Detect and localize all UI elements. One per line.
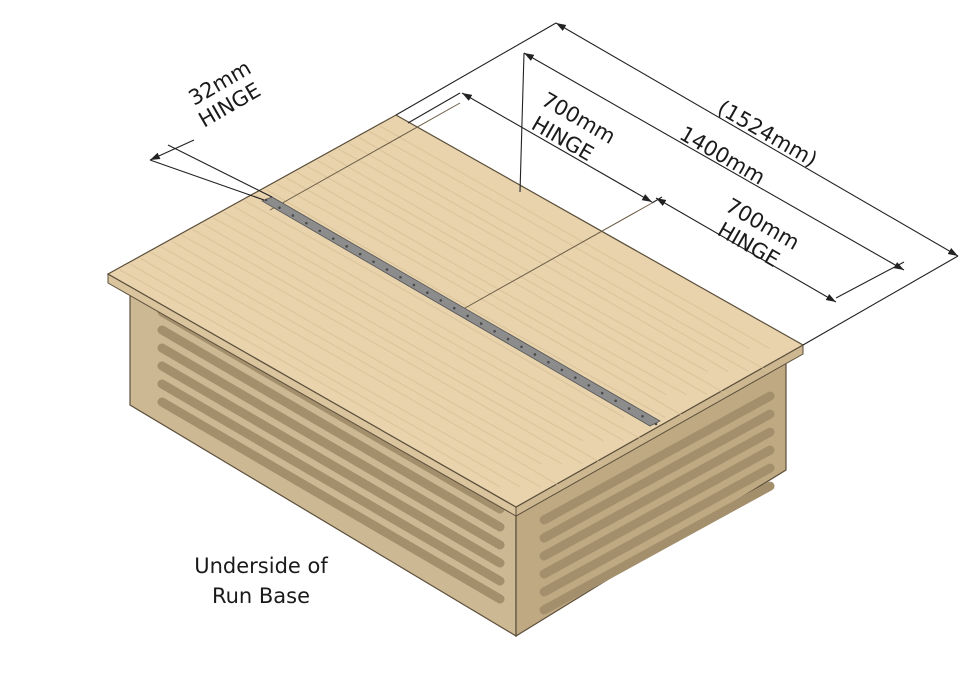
vent-slot <box>539 391 775 525</box>
grain-line <box>119 269 501 488</box>
hinge-knuckle <box>627 407 631 410</box>
hinge-knuckle <box>479 322 483 325</box>
grain-line <box>285 177 667 396</box>
vent-slot <box>539 445 775 579</box>
grain-line <box>265 188 666 419</box>
hinge-knuckle <box>547 360 550 364</box>
hinge-knuckle <box>560 368 564 372</box>
top-board-edge <box>107 273 804 517</box>
hinge-knuckle <box>358 252 362 256</box>
diagram-caption: Underside of Run Base <box>176 551 346 611</box>
vent-slot <box>157 361 505 568</box>
vent-slot <box>157 325 505 532</box>
grain-line <box>223 211 625 442</box>
grain-line <box>140 258 542 488</box>
vent-slot <box>157 343 505 550</box>
hinge-knuckle <box>291 214 295 217</box>
top-board <box>106 102 805 508</box>
hinge-knuckle <box>600 391 604 395</box>
grain-line <box>275 183 687 419</box>
dimension-lines <box>149 22 959 346</box>
grain-line <box>130 263 521 488</box>
grain-line <box>244 200 625 419</box>
grain-line <box>192 229 603 465</box>
hinge-knuckle <box>614 399 617 403</box>
grain-line <box>327 154 708 373</box>
hinge-knuckle <box>372 260 375 264</box>
caption-line-2: Run Base <box>211 584 311 608</box>
vent-slot <box>157 379 505 586</box>
grain-line <box>202 223 584 442</box>
hinge-knuckle <box>399 275 402 279</box>
hinge-knuckle <box>318 229 322 233</box>
grain-line <box>317 159 728 395</box>
grain-line <box>150 252 562 488</box>
hinge-knuckle <box>520 345 523 349</box>
hinge-knuckle <box>331 237 335 240</box>
dim-700-right <box>655 197 837 303</box>
grain-line <box>161 246 542 465</box>
hinge-knuckle <box>345 245 348 248</box>
hinge-knuckles <box>264 198 658 426</box>
grain-line <box>171 240 563 465</box>
vent-slot <box>539 481 775 615</box>
caption-line-1: Underside of <box>194 554 328 578</box>
hinge-knuckle <box>278 206 281 210</box>
dim-1400 <box>523 52 905 271</box>
lid-split-line <box>269 102 461 211</box>
dim-700-left <box>461 92 653 203</box>
wood-grain <box>119 125 770 488</box>
hinge-knuckle <box>493 330 496 333</box>
grain-line <box>182 234 583 465</box>
grain-line <box>213 217 604 442</box>
hinge-knuckle <box>533 353 537 356</box>
grain-line <box>296 171 687 396</box>
vent-slot <box>539 463 775 597</box>
hinge-knuckle <box>506 337 510 341</box>
hinge-knuckle <box>574 376 577 379</box>
vent-slot <box>157 397 505 604</box>
grain-line <box>306 165 708 396</box>
hinge-strip <box>261 196 661 427</box>
hinge-knuckle <box>587 384 591 387</box>
vent-slot <box>539 409 775 543</box>
hinge-knuckle <box>412 283 416 287</box>
hinge-knuckle <box>452 306 456 310</box>
dim-32 <box>149 139 195 161</box>
grain-line <box>233 206 645 442</box>
vent-slot <box>539 427 775 561</box>
hinge-knuckle <box>466 314 470 318</box>
hinge-knuckle <box>439 299 443 302</box>
hinge-knuckle <box>641 414 644 418</box>
hinge-knuckle <box>426 291 429 294</box>
hinge-knuckle <box>654 422 658 426</box>
hinge-knuckle <box>305 221 308 225</box>
hinge-knuckle <box>264 198 268 202</box>
hinge-knuckle <box>385 268 389 271</box>
